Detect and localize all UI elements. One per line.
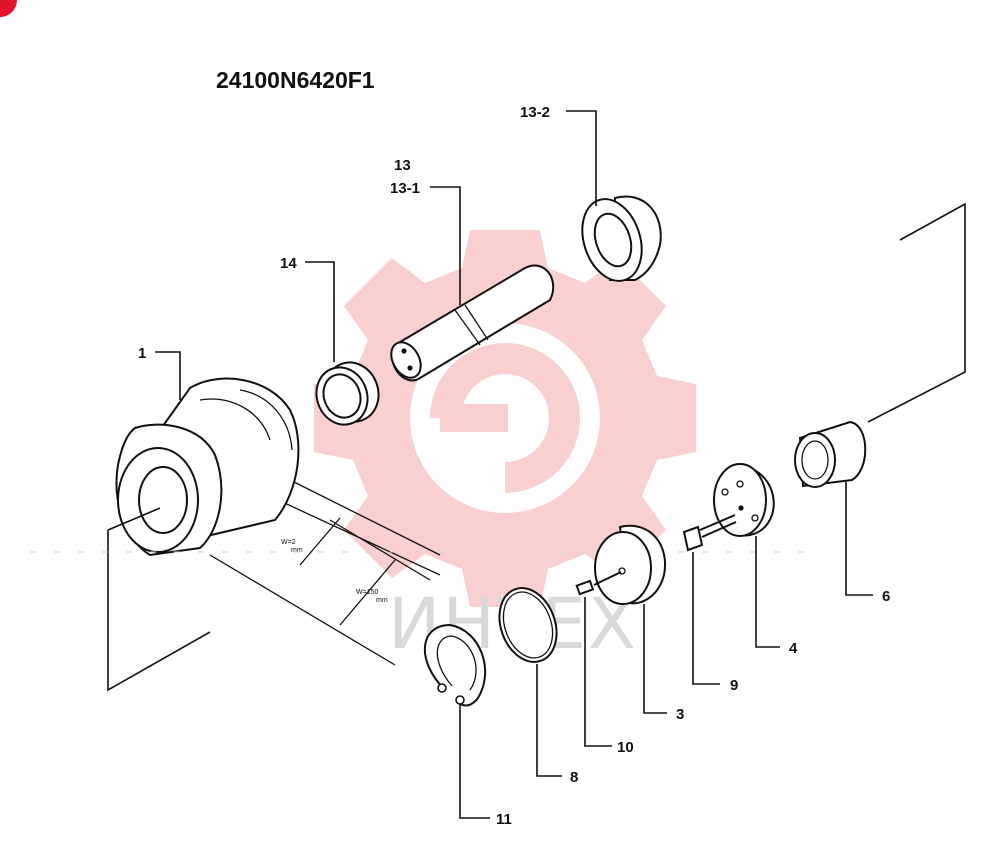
part-8-o-ring	[498, 587, 558, 663]
callout-11: 11	[496, 811, 512, 828]
part-number-title: 24100N6420F1	[216, 67, 375, 93]
part-10-plug	[575, 579, 595, 596]
leader-6	[845, 482, 873, 596]
callout-1: 1	[138, 345, 146, 362]
leader-13-2	[566, 110, 597, 206]
leader-13-1	[430, 186, 461, 305]
part-13-2-collar	[581, 195, 662, 282]
part-3-flange-cover	[593, 524, 667, 605]
callout-8: 8	[570, 769, 578, 786]
callout-14: 14	[280, 255, 297, 272]
gear-wrench-logo	[314, 230, 696, 607]
callout-13: 13	[394, 157, 411, 174]
callout-4: 4	[789, 640, 798, 657]
leader-3	[643, 604, 667, 714]
dimension-small-unit: mm	[291, 547, 303, 554]
corner-badge	[0, 0, 17, 17]
callout-9: 9	[730, 677, 738, 694]
callout-6: 6	[882, 588, 890, 605]
callout-13-2: 13-2	[520, 104, 550, 121]
callout-3: 3	[676, 706, 684, 723]
callout-13-1: 13-1	[390, 180, 420, 197]
callout-10: 10	[617, 739, 634, 756]
leader-1	[155, 351, 181, 400]
leader-4	[755, 536, 780, 648]
part-6-bushing	[794, 420, 867, 488]
part-9-bolt	[682, 514, 737, 552]
frame-line-right	[867, 202, 966, 423]
part-4-cover-plate	[713, 463, 775, 537]
dimension-small-label: W=2	[281, 539, 296, 546]
part-14-seal-ring	[315, 361, 380, 426]
dimension-large-unit: mm	[376, 597, 388, 604]
leader-11	[459, 704, 490, 819]
part-13-shaft	[390, 264, 555, 382]
part-11-retaining-ring	[423, 623, 487, 707]
dimension-large-label: W=150	[356, 589, 378, 596]
leader-14	[305, 261, 335, 362]
leader-9	[692, 552, 720, 685]
leader-10	[584, 597, 612, 747]
leader-8	[536, 664, 562, 777]
part-1-idler-body	[107, 377, 441, 692]
